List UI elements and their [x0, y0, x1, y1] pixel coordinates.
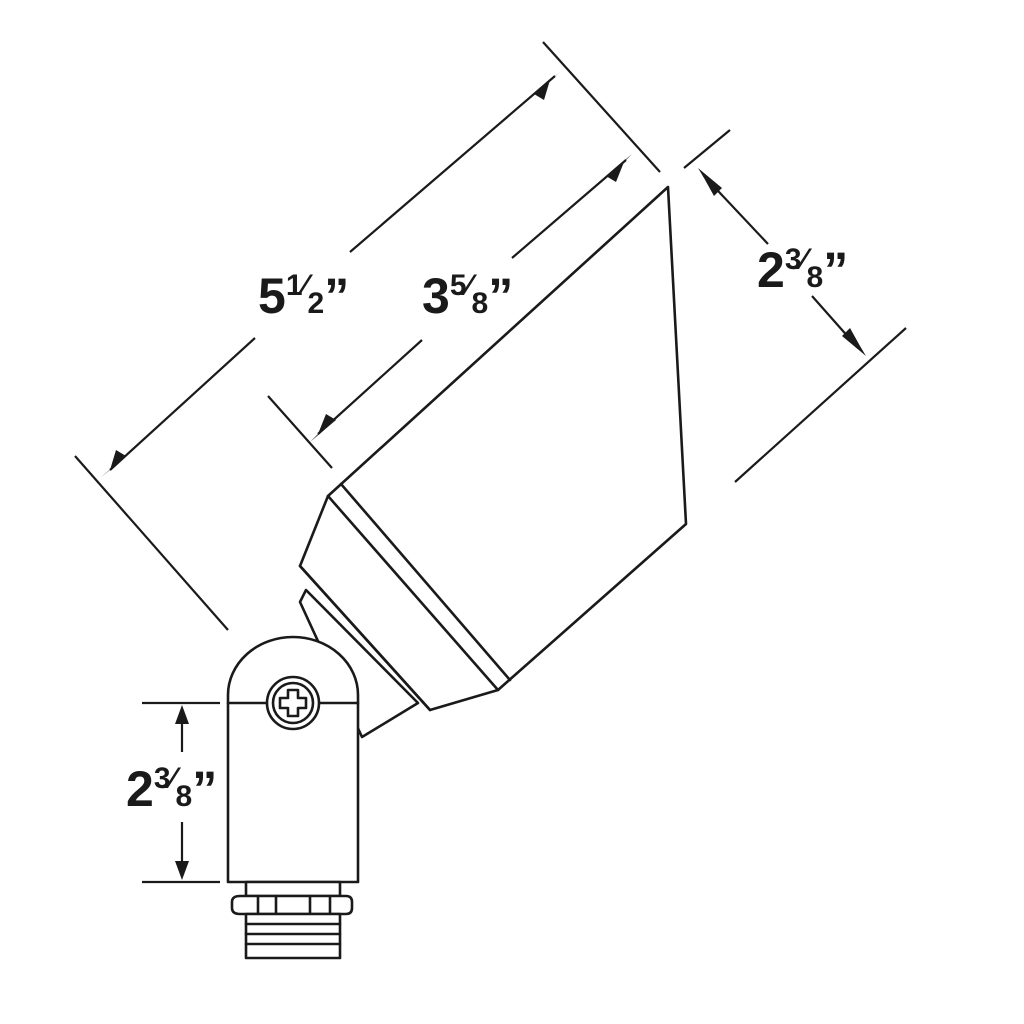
head-band-2 [326, 494, 500, 692]
head-length-label: 35⁄8” [422, 268, 513, 324]
dimension-line [317, 339, 423, 435]
arrowhead [606, 154, 632, 182]
head-band-1 [339, 482, 512, 682]
arrowhead [310, 414, 336, 442]
fixture-drawing [226, 185, 688, 960]
extension-line [542, 41, 661, 173]
dimension-line [349, 75, 556, 253]
arrowhead [842, 328, 866, 356]
extension-line [74, 455, 229, 631]
dimension-line [109, 337, 256, 471]
extension-line [683, 129, 731, 169]
arrowhead [175, 705, 189, 724]
threaded-stem [230, 880, 354, 960]
arrowhead [100, 450, 126, 478]
phillips-screw-icon [265, 675, 321, 731]
arrowhead [175, 861, 189, 880]
extension-line [734, 327, 907, 483]
arrowhead [534, 72, 560, 100]
mounting-bracket [226, 635, 360, 884]
dimension-lines [74, 41, 907, 884]
overall-length-label: 51⁄2” [258, 268, 349, 324]
face-width-label: 23⁄8” [757, 242, 848, 298]
head-band-3 [298, 564, 432, 712]
base-height-label: 23⁄8” [126, 761, 217, 817]
extension-line [267, 395, 333, 469]
arrowhead [698, 168, 722, 196]
